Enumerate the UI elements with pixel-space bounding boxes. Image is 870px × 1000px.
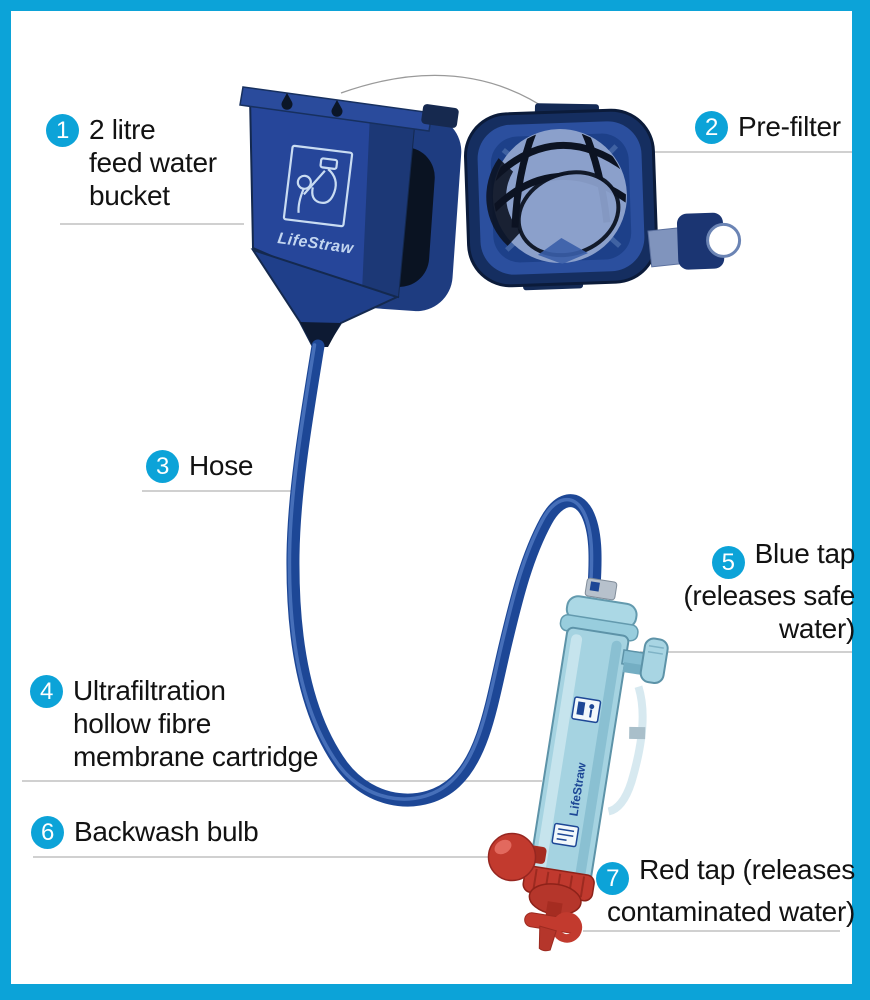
cartridge-highlight	[535, 634, 583, 872]
cartridge-label-box	[571, 696, 602, 724]
red-tap-illustration	[524, 901, 583, 952]
bucket-pictogram	[282, 144, 354, 228]
backwash-tube-clip	[629, 726, 646, 740]
label-pre-filter: 2 Pre-filter	[695, 110, 841, 144]
label-badge-2: 2	[695, 111, 728, 144]
bucket-body-shade	[362, 113, 414, 297]
bulb-sphere	[487, 832, 537, 882]
frame-border-left	[0, 0, 11, 1000]
label-badge-3: 3	[146, 450, 179, 483]
label-text: 2 litre feed water bucket	[89, 114, 217, 211]
red-tap-spout	[538, 925, 557, 952]
label-badge-6: 6	[31, 816, 64, 849]
pictogram-person-icon	[296, 174, 312, 190]
red-tap-ring	[551, 912, 583, 943]
hose-highlight	[287, 343, 594, 801]
hose-illustration	[286, 339, 618, 807]
label-cartridge: 4 Ultrafiltration hollow fibre membrane …	[30, 674, 318, 773]
blue-tap-knob	[639, 637, 669, 685]
hose-clamp-screw	[589, 581, 600, 592]
bulb-highlight	[494, 839, 512, 855]
frame-border-right	[852, 0, 870, 1000]
backwash-bulb-illustration	[487, 832, 547, 882]
hose-clamp	[584, 577, 618, 601]
cartridge-illustration: LifeStraw	[522, 595, 669, 952]
pre-filter-funnel-wedge	[537, 238, 588, 264]
pre-filter-dome-shadow	[486, 158, 522, 246]
label-text: Hose	[189, 450, 254, 481]
feed-water-bucket-illustration: LifeStraw	[239, 86, 462, 347]
insert-arc	[340, 74, 552, 113]
frame-border-bottom	[0, 984, 870, 1000]
label-text: Pre-filter	[738, 111, 841, 142]
blue-tap-illustration	[620, 637, 669, 685]
backwash-tube	[607, 685, 647, 816]
bucket-keyhole-left	[281, 93, 293, 110]
label-feed-water-bucket: 1 2 litre feed water bucket	[46, 113, 217, 212]
label-text: Backwash bulb	[74, 816, 259, 847]
pre-filter-clip-arm	[647, 227, 683, 268]
bucket-keyhole-right	[331, 100, 343, 117]
label-badge-7: 7	[596, 862, 630, 895]
bucket-top-clip	[421, 104, 459, 128]
pre-filter-clip-opening	[706, 222, 742, 258]
label-backwash-bulb: 6 Backwash bulb	[31, 815, 259, 849]
label-badge-5: 5	[711, 546, 745, 579]
frame-border-top	[0, 0, 870, 11]
hose-tube	[286, 339, 602, 807]
cartridge-shade	[575, 640, 622, 878]
label-badge-4: 4	[30, 675, 63, 708]
label-text: Ultrafiltration hollow fibre membrane ca…	[73, 675, 319, 772]
pre-filter-illustration	[463, 103, 742, 291]
bucket-spout	[300, 322, 341, 347]
label-badge-1: 1	[46, 114, 79, 147]
label-hose: 3 Hose	[146, 449, 253, 483]
cartridge-label-glyph	[576, 701, 586, 716]
